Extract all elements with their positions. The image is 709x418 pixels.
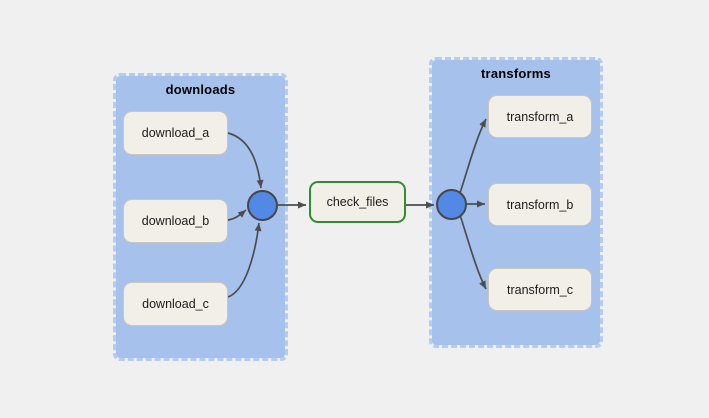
task-node-transform-a[interactable]: transform_a [488, 95, 592, 138]
task-node-download-b[interactable]: download_b [123, 199, 228, 243]
downloads-join-node[interactable] [247, 190, 278, 221]
task-node-check-files[interactable]: check_files [309, 181, 406, 223]
task-node-download-c[interactable]: download_c [123, 282, 228, 326]
task-node-transform-b[interactable]: transform_b [488, 183, 592, 226]
task-node-transform-c[interactable]: transform_c [488, 268, 592, 311]
task-group-downloads-title: downloads [165, 82, 236, 97]
task-node-download-a[interactable]: download_a [123, 111, 228, 155]
task-group-transforms-title: transforms [481, 66, 551, 81]
transforms-join-node[interactable] [436, 189, 467, 220]
